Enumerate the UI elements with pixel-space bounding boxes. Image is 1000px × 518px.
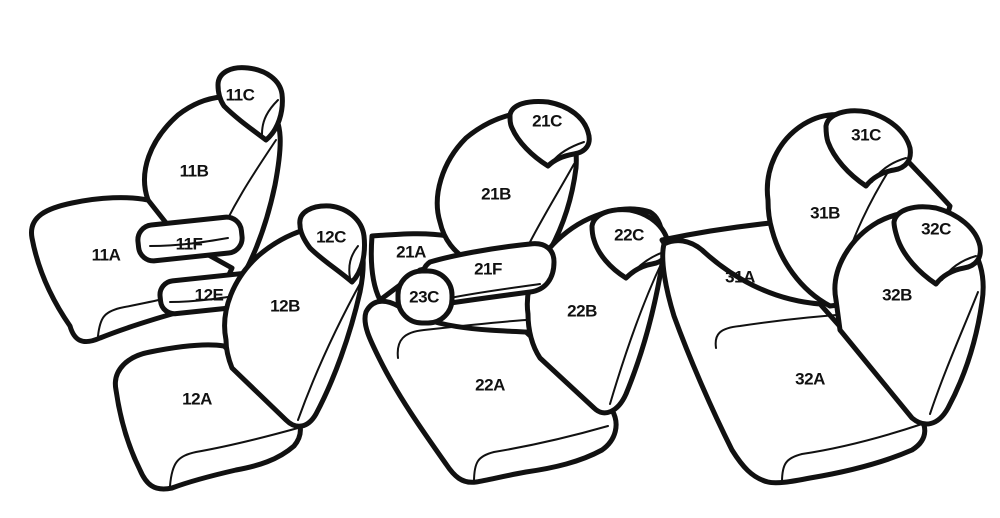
part-21b-seam: [527, 163, 575, 247]
part-12c-headrest: [297, 203, 367, 285]
label-11f: 11F: [176, 234, 203, 253]
part-11c-headrest: [215, 65, 285, 143]
label-21f: 21F: [474, 259, 502, 278]
label-21c: 21C: [532, 111, 562, 130]
part-32a-seam: [714, 313, 923, 483]
seat-3x: [659, 108, 986, 486]
part-21f-seam: [449, 283, 541, 299]
label-32b: 32B: [882, 285, 912, 304]
label-12c: 12C: [316, 227, 346, 246]
label-21a: 21A: [396, 242, 426, 261]
part-12b-seam: [297, 279, 363, 421]
part-22c-headrest: [589, 207, 671, 281]
part-12a-seam: [169, 427, 299, 487]
part-11c-seam: [261, 99, 279, 135]
part-31c-headrest: [823, 108, 913, 189]
part-12b-backrest: [222, 223, 366, 429]
label-31a: 31A: [725, 267, 755, 286]
seat-22: [362, 206, 671, 485]
seat-12: [112, 203, 367, 492]
part-23c-headrest: [395, 268, 455, 326]
label-22c: 22C: [614, 225, 644, 244]
label-31b: 31B: [810, 203, 840, 222]
part-32a-cushion: [660, 238, 928, 486]
part-labels: 11C 11B 11A 11F 12E 12C 12B 12A 21C 21B …: [92, 85, 952, 408]
label-12a: 12A: [182, 389, 212, 408]
part-32b-seam: [929, 291, 979, 415]
part-22a-seam: [396, 319, 609, 483]
label-11b: 11B: [180, 161, 209, 180]
label-12e: 12E: [195, 285, 224, 304]
seat-21: [368, 99, 592, 303]
label-31c: 31C: [851, 125, 881, 144]
part-31c-seam: [871, 157, 907, 183]
part-32c-seam: [941, 255, 977, 281]
part-11f-armrest: [135, 214, 245, 264]
part-21c-headrest: [507, 99, 592, 169]
label-11c: 11C: [226, 85, 255, 104]
part-21c-seam: [551, 141, 585, 163]
label-12b: 12B: [270, 296, 300, 315]
label-23c: 23C: [409, 287, 439, 306]
label-22a: 22A: [475, 375, 505, 394]
seat-11: [29, 65, 285, 344]
label-11a: 11A: [92, 245, 121, 264]
label-22b: 22B: [567, 301, 597, 320]
label-21b: 21B: [481, 184, 511, 203]
part-11f-seam: [149, 237, 229, 247]
part-12c-seam: [348, 245, 359, 279]
label-32a: 32A: [795, 369, 825, 388]
label-32c: 32C: [921, 219, 951, 238]
part-22b-seam: [609, 261, 663, 405]
